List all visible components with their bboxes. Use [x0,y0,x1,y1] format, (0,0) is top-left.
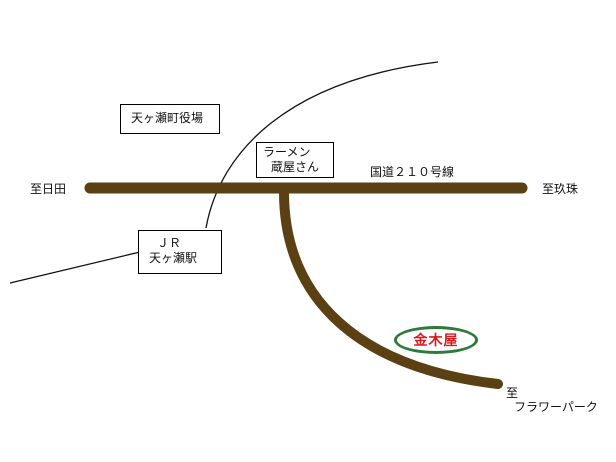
jr-station-label: ＪＲ 天ヶ瀬駅 [138,230,222,274]
kanakiya-store-marker: 金木屋 [394,326,478,354]
direction-hita: 至日田 [30,182,67,196]
branch-road [279,187,503,389]
kanakiya-store-name: 金木屋 [413,333,459,349]
direction-kusu: 至玖珠 [542,182,579,196]
railway-line-west [9,251,141,284]
direction-flower-park-to: 至 [506,386,519,400]
route-210-label: 国道２１０号線 [370,165,455,179]
railway-line [205,61,439,229]
town-office-label: 天ヶ瀬町役場 [120,104,220,134]
direction-flower-park: フラワーパーク [514,400,598,414]
ramen-shop-label: ラーメン 蔵屋さん [256,142,334,178]
